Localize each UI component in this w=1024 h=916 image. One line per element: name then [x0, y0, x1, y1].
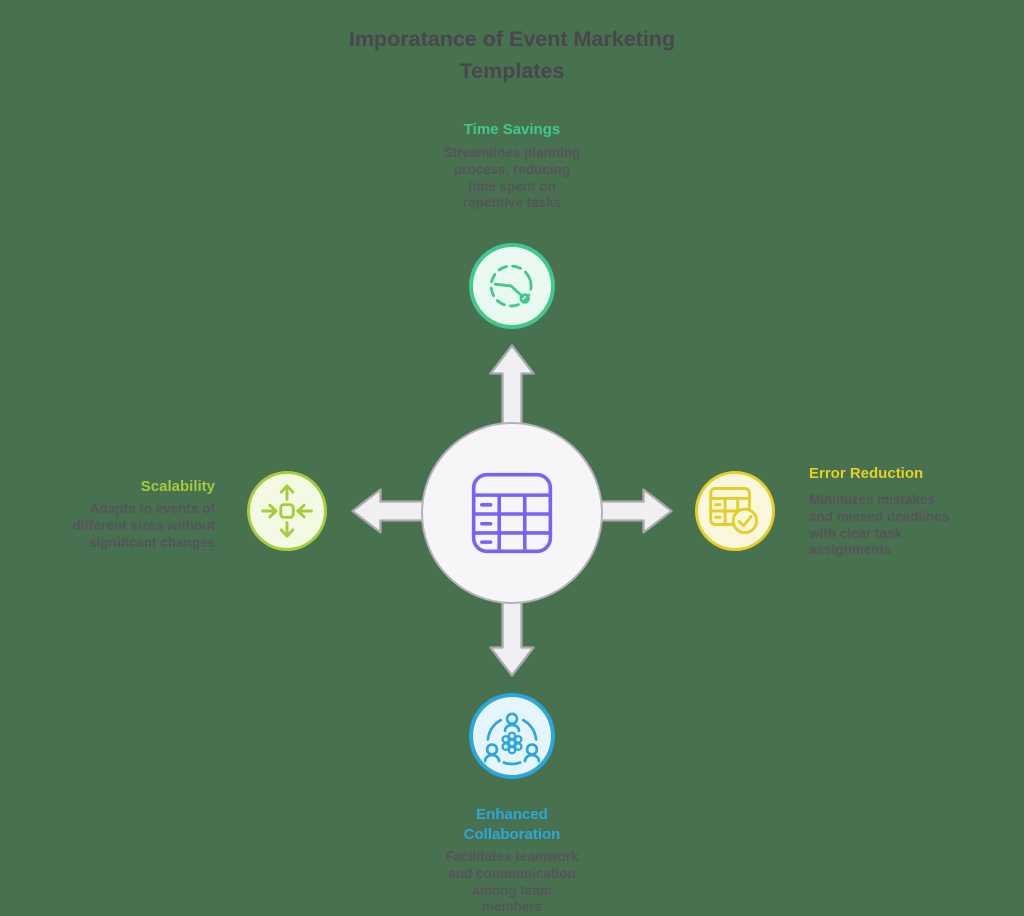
enhanced-collaboration-description: Facilitates teamwork and communication a… [445, 849, 579, 915]
stopwatch-icon [489, 264, 533, 308]
scalability-label: Scalability [140, 478, 215, 495]
spreadsheet-icon [471, 472, 553, 554]
scalability-description: Adapts to events of different sizes with… [72, 501, 215, 550]
arrow-left-icon [351, 488, 435, 534]
center-hub [421, 422, 603, 604]
time-savings-description: Streamlines planning process, reducing t… [443, 145, 581, 211]
arrow-up-icon [489, 344, 535, 428]
error-reduction-icon-circle [695, 471, 775, 551]
scalability-icon-circle [247, 471, 327, 551]
enhanced-collaboration-label: Enhanced Collaboration [463, 806, 561, 843]
arrow-down-icon [489, 593, 535, 677]
time-savings-icon-circle [469, 243, 555, 329]
resize-arrows-icon [261, 484, 313, 538]
time-savings-label: Time Savings [463, 121, 561, 138]
team-collaboration-icon [483, 712, 541, 766]
enhanced-collaboration-icon-circle [469, 693, 555, 779]
arrow-right-icon [589, 488, 673, 534]
error-reduction-description: Minimizes mistakes and missed deadlines … [809, 492, 950, 558]
error-reduction-label: Error Reduction [809, 465, 924, 482]
table-check-icon [709, 487, 759, 535]
page-title: Imporatance of Event Marketing Templates [348, 27, 676, 83]
